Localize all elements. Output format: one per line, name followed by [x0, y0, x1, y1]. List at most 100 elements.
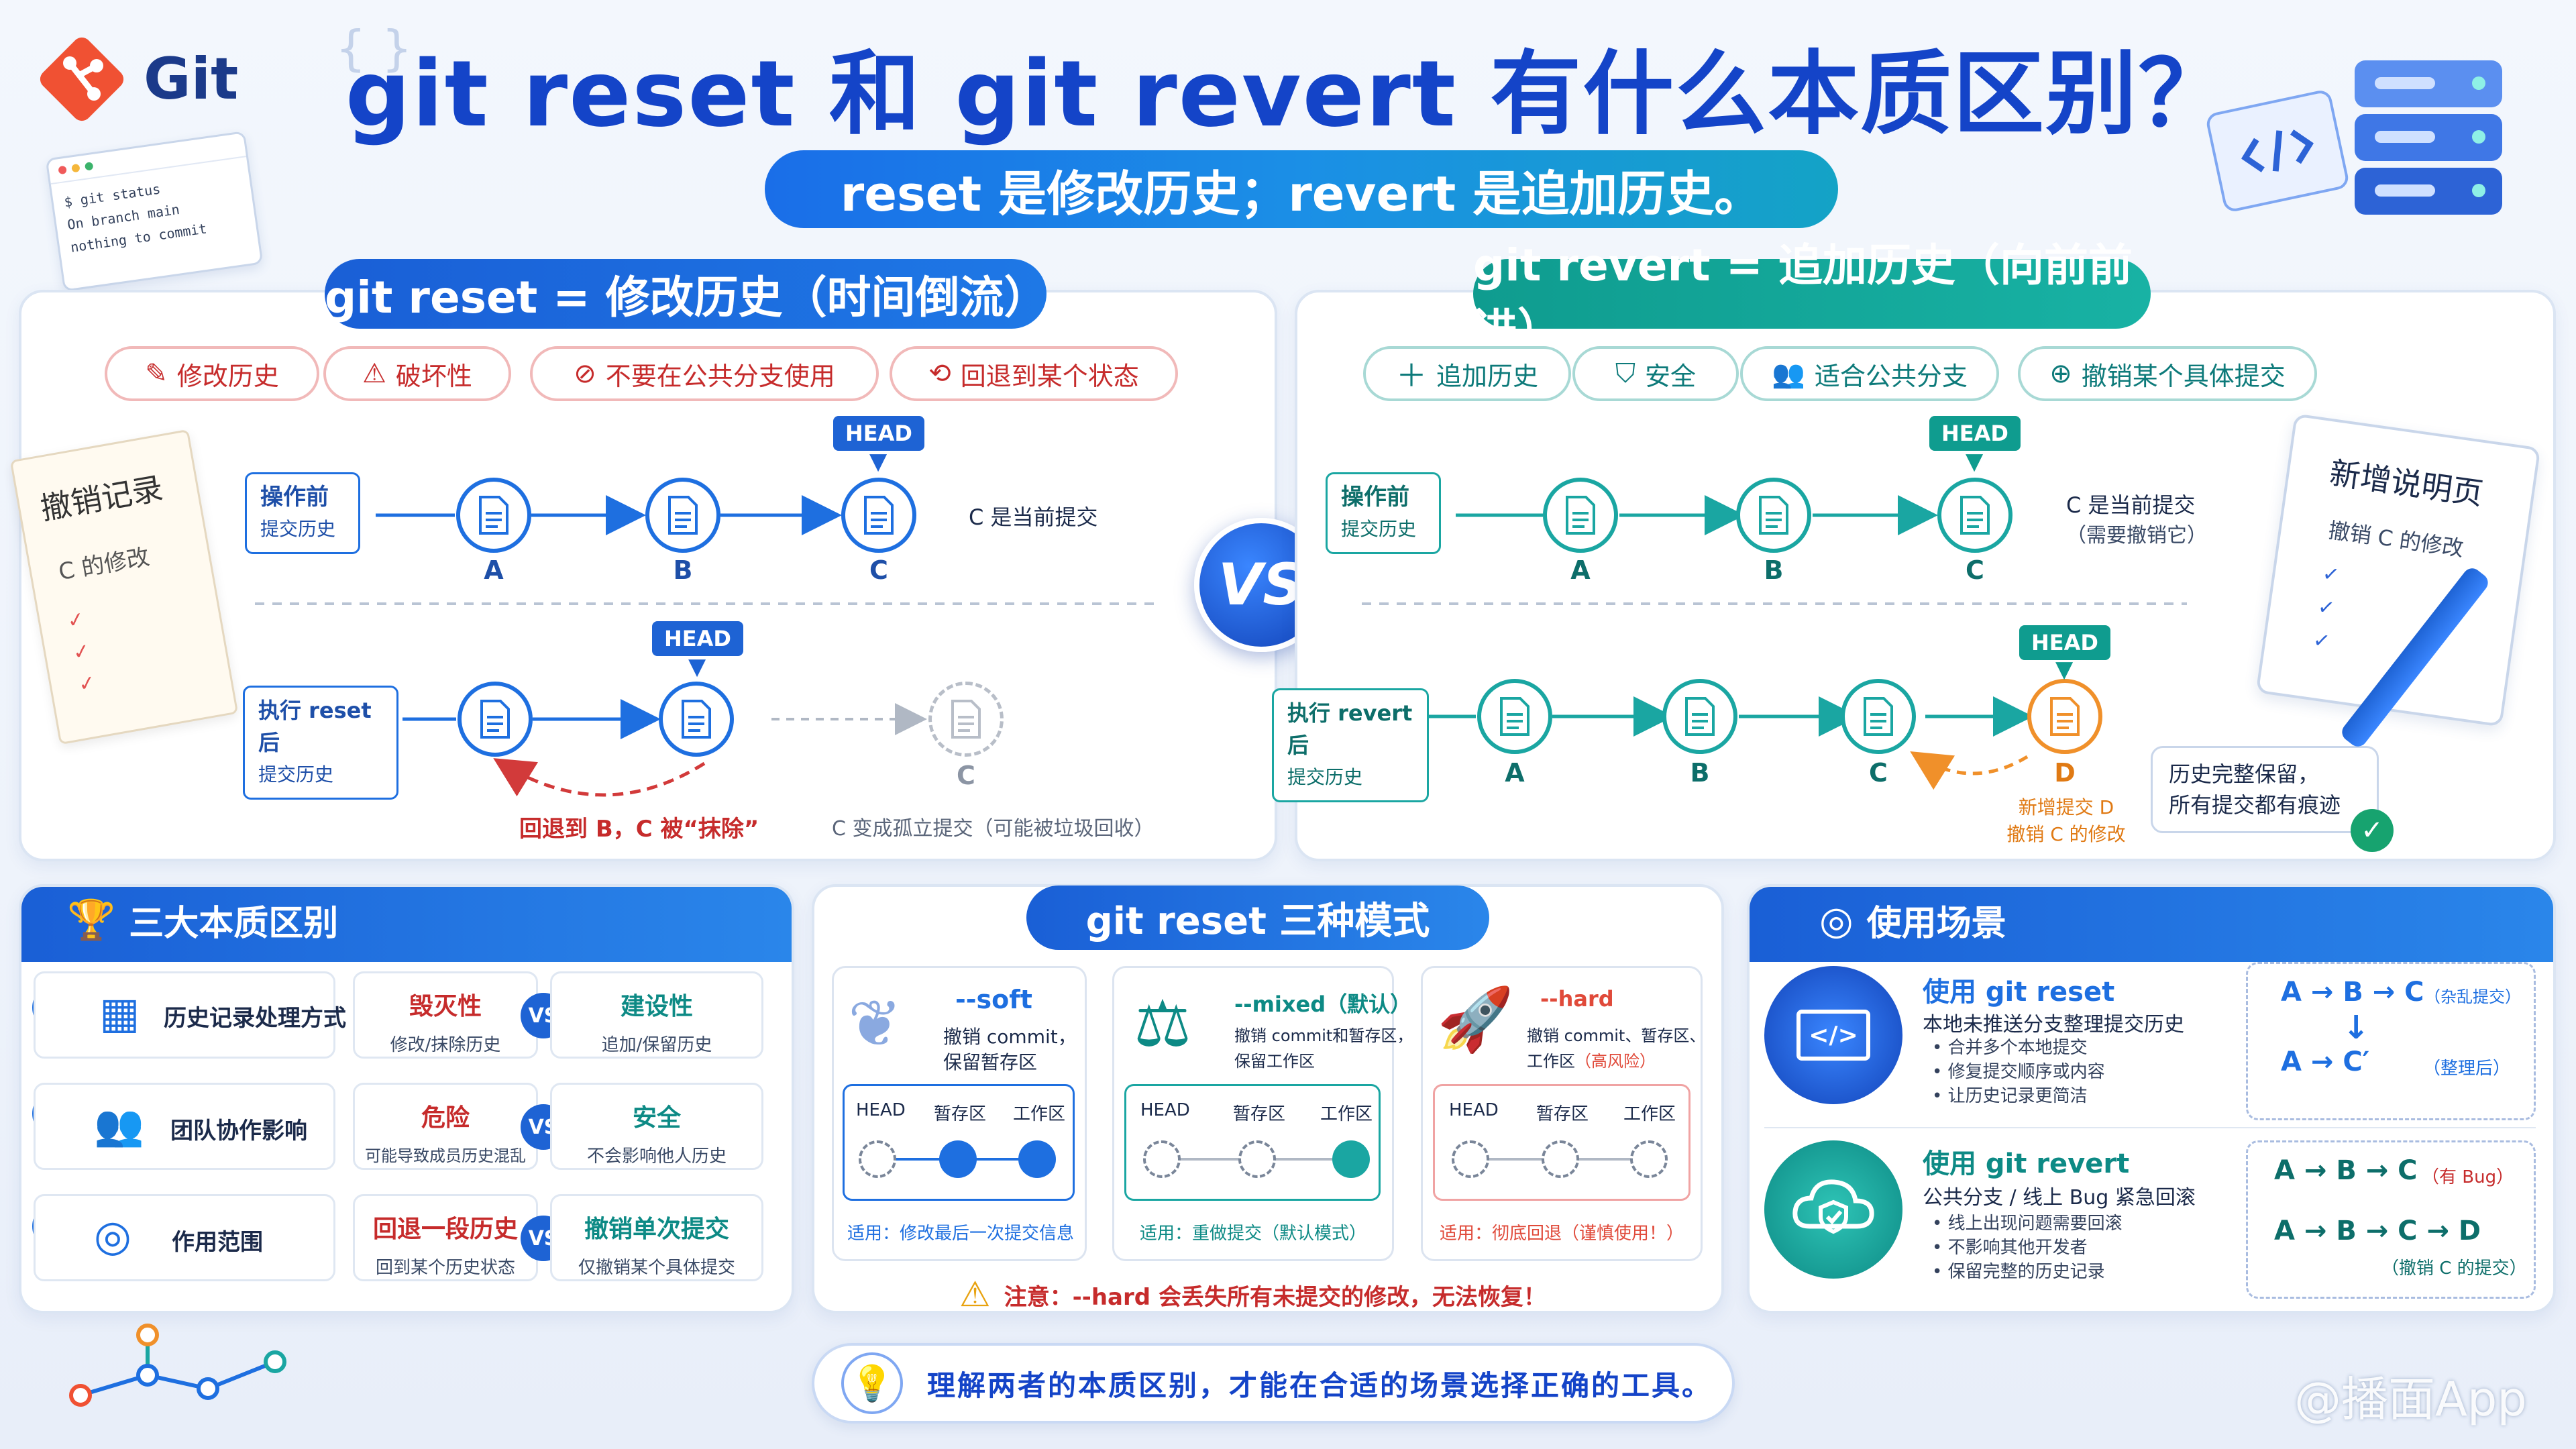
reset-connectors: [255, 495, 1154, 797]
rocket-icon: 🚀: [1437, 983, 1514, 1055]
file-icon: [682, 700, 711, 739]
calendar-icon: ▦: [99, 989, 140, 1038]
usage-revert-bullets: • 线上出现问题需要回滚 • 不影响其他开发者 • 保留完整的历史记录: [1932, 1212, 2123, 1284]
mode-card-mixed: [1112, 966, 1394, 1261]
trait-desc: 可能导致成员历史混乱: [365, 1146, 526, 1165]
mode-desc: 撤销 commit、暂存区、: [1527, 1026, 1706, 1045]
revert-tag-public-branch: 👥适合公共分支: [1740, 346, 1999, 401]
state-dot-kept: [1332, 1140, 1370, 1178]
history-kept-note: 历史完整保留， 所有提交都有痕迹: [2151, 746, 2379, 833]
trait-desc: 回到某个历史状态: [375, 1258, 515, 1278]
sequence-after: A → B → C → D: [2274, 1216, 2481, 1246]
revert-trait-card: 建设性 追加/保留历史: [550, 971, 763, 1059]
reset-after-label: 执行 reset 后 提交历史: [243, 686, 398, 800]
commit-label: B: [1764, 555, 1784, 585]
label-line: 操作前: [260, 484, 329, 511]
head-badge: HEAD: [2019, 625, 2110, 660]
state-dot-empty: [1238, 1140, 1276, 1178]
file-icon: [480, 700, 510, 739]
warning-text: 注意：--hard 会丢失所有未提交的修改，无法恢复！: [1004, 1283, 1546, 1311]
target-icon: ⊕: [2049, 358, 2072, 389]
sequence-after: A → C′: [2281, 1046, 2370, 1077]
bullet-item: • 修复提交顺序或内容: [1932, 1062, 2105, 1082]
team-icon: 👥: [94, 1102, 144, 1149]
trophy-icon: 🏆: [67, 897, 116, 943]
plus-icon: ＋: [1395, 358, 1427, 394]
commit-node: [841, 478, 916, 553]
page-subtitle: reset 是修改历史；revert 是追加历史。: [765, 150, 1838, 228]
watermark: @播面App: [2294, 1372, 2527, 1427]
warning-icon: ⚠: [362, 358, 386, 389]
users-icon: 👥: [1772, 358, 1805, 390]
mode-desc: 工作区: [1527, 1052, 1575, 1071]
bullet-item: • 线上出现问题需要回滚: [1932, 1214, 2123, 1234]
git-logo: Git: [35, 32, 238, 126]
trait-title: 回退一段历史: [372, 1216, 518, 1243]
git-logo-icon: [35, 32, 129, 126]
target-icon: ◎: [94, 1212, 131, 1261]
usage-reset-desc: 本地未推送分支整理提交历史: [1923, 1013, 2184, 1036]
usage-title: ◎使用场景: [1819, 895, 2006, 945]
commit-node: [456, 478, 531, 553]
diff-row-name: 历史记录处理方式: [164, 1005, 346, 1032]
mode-state-box: [1124, 1084, 1381, 1201]
footer-banner: 💡 理解两者的本质区别，才能在合适的场景选择正确的工具。: [812, 1343, 1735, 1424]
commit-label: C: [1966, 555, 1984, 585]
check-icon: ✓: [2351, 809, 2394, 852]
state-col-label: HEAD: [1449, 1100, 1499, 1120]
commit-label: A: [1505, 758, 1525, 788]
sequence-note: （整理后）: [2423, 1059, 2511, 1079]
revert-tag-label: 追加历史: [1436, 361, 1538, 391]
file-icon: [1566, 496, 1595, 535]
file-icon: [1864, 697, 1893, 736]
commit-node: [1736, 478, 1811, 553]
divider: [1764, 1127, 2536, 1128]
label-line: 提交历史: [1341, 518, 1417, 540]
mode-name: --mixed（默认）: [1234, 991, 1412, 1017]
trait-title: 建设性: [620, 993, 693, 1020]
state-col-label: 工作区: [1013, 1104, 1066, 1124]
file-icon: [2050, 697, 2080, 736]
commit-label: C: [1869, 758, 1888, 788]
reset-panel-title: git reset = 修改历史（时间倒流）: [325, 259, 1049, 329]
mode-card-soft: [832, 966, 1087, 1261]
section-title-text: 使用场景: [1866, 904, 2006, 944]
git-graph-decoration: [54, 1315, 322, 1415]
file-icon: [479, 496, 508, 535]
file-icon: [1759, 496, 1788, 535]
reset-tag-label: 破坏性: [395, 361, 472, 391]
scale-icon: ⚖: [1134, 986, 1192, 1061]
note-line: 历史完整保留，: [2169, 761, 2320, 787]
revert-connectors: [1362, 495, 2187, 790]
vs-text: VS: [1218, 551, 1305, 619]
usage-reset-bullets: • 合并多个本地提交 • 修复提交顺序或内容 • 让历史记录更简洁: [1932, 1036, 2105, 1108]
reset-trait-card: 危险 可能导致成员历史混乱: [353, 1083, 538, 1170]
label-line: 提交历史: [1287, 766, 1363, 788]
reset-trait-card: 回退一段历史 回到某个历史状态: [353, 1194, 538, 1281]
trait-desc: 修改/抹除历史: [390, 1035, 501, 1055]
diff-row-name: 作用范围: [172, 1229, 263, 1256]
state-dot-kept: [1018, 1140, 1056, 1178]
state-dot-empty: [1143, 1140, 1181, 1178]
mode-desc: 撤销 commit和暂存区，: [1234, 1026, 1413, 1045]
reset-before-label: 操作前 提交历史: [245, 472, 360, 554]
head-badge: HEAD: [652, 621, 743, 656]
reset-tag-no-public: ⊘不要在公共分支使用: [530, 346, 879, 401]
forbidden-icon: ⊘: [574, 358, 596, 389]
reset-tag-label: 回退到某个状态: [960, 361, 1139, 391]
trait-desc: 不会影响他人历史: [586, 1146, 727, 1167]
orphan-note: C 变成孤立提交（可能被垃圾回收）: [832, 817, 1155, 841]
sequence-note: （有 Bug）: [2422, 1167, 2514, 1187]
differences-title: 🏆三大本质区别: [67, 895, 338, 945]
commit-label: D: [2054, 758, 2076, 788]
hard-warning: ⚠ 注意：--hard 会丢失所有未提交的修改，无法恢复！: [959, 1275, 1546, 1315]
mode-name: --hard: [1540, 986, 1614, 1012]
mode-desc: 保留工作区: [1234, 1052, 1315, 1071]
mode-risk: （高风险）: [1575, 1052, 1656, 1071]
trait-desc: 追加/保留历史: [601, 1035, 712, 1055]
file-icon: [1500, 697, 1529, 736]
revert-sequence-box: [2246, 1140, 2536, 1299]
commit-node: [1937, 478, 2012, 553]
state-dot-kept: [939, 1140, 977, 1178]
diff-row-name-card: [34, 1194, 335, 1281]
